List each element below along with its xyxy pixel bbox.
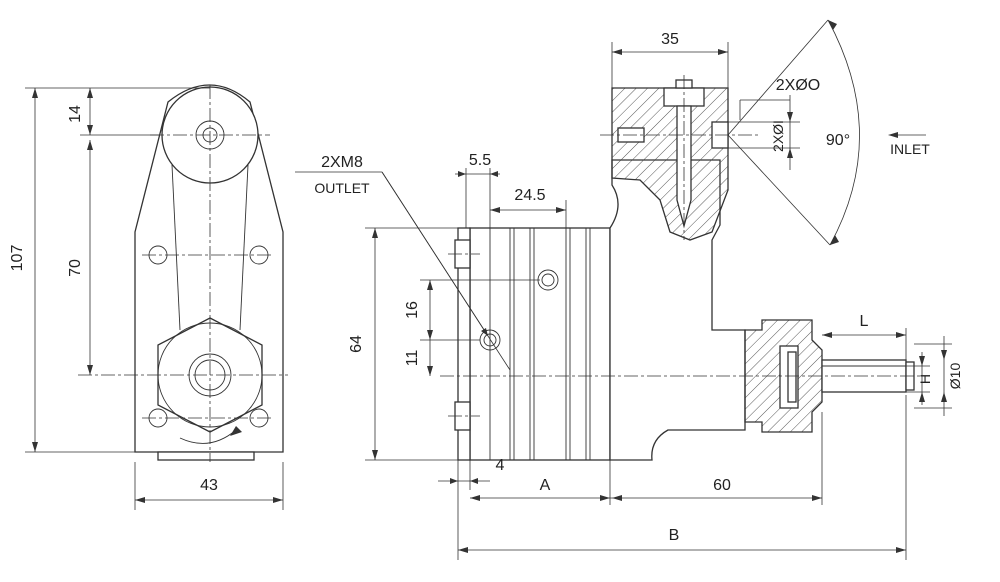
- neck: [609, 159, 746, 461]
- outlet-thread-label: 2XM8: [321, 154, 363, 171]
- dim-24-5: 24.5: [514, 187, 545, 204]
- inlet-label: INLET: [890, 141, 930, 157]
- dim-70: 70: [67, 259, 84, 277]
- top-block-dimensions: 35 2XØO 2XØI 90° INLET: [611, 19, 930, 246]
- dim-107: 107: [9, 245, 26, 272]
- angle-90: 90°: [826, 132, 850, 149]
- port-i-label: 2XØI: [770, 120, 786, 152]
- port-o-label: 2XØO: [776, 77, 820, 94]
- dim-60: 60: [713, 477, 731, 494]
- rotation-arrowhead-icon: [230, 426, 242, 436]
- dim-a: A: [540, 477, 551, 494]
- front-view: [78, 84, 288, 462]
- front-view-foot: [157, 451, 255, 461]
- top-screw-needle: [676, 105, 692, 229]
- inlet-arrow-icon: [888, 132, 898, 138]
- dim-16: 16: [404, 301, 421, 319]
- pump-body: [469, 227, 611, 461]
- dim-h: H: [917, 374, 933, 384]
- dim-l: L: [860, 313, 869, 330]
- dim-11: 11: [404, 350, 421, 367]
- dim-64: 64: [348, 335, 365, 353]
- front-view-dimensions: 107 14 70 43: [9, 87, 284, 510]
- dim-43: 43: [200, 477, 218, 494]
- dim-35: 35: [661, 31, 679, 48]
- dim-b: B: [669, 527, 680, 544]
- angle-arc: [827, 19, 860, 246]
- dim-14: 14: [67, 105, 84, 123]
- outlet-port-lower-inner: [483, 333, 497, 347]
- arm-right-edge: [239, 164, 249, 331]
- dim-d10: Ø10: [947, 363, 963, 390]
- side-view: [440, 75, 930, 461]
- rotation-arrow-icon: [179, 429, 237, 444]
- outlet-port-upper-inner: [541, 273, 555, 287]
- arm-left-edge: [171, 164, 181, 331]
- shaft-seal-inner: [787, 351, 797, 403]
- side-view-dimensions: 2XM8 OUTLET 5.5 24.5 64 16 11: [295, 152, 907, 560]
- outlet-label: OUTLET: [314, 180, 370, 196]
- dim-5-5: 5.5: [469, 152, 491, 169]
- dim-4: 4: [496, 457, 505, 474]
- shaft-dimensions: L H Ø10: [822, 313, 963, 416]
